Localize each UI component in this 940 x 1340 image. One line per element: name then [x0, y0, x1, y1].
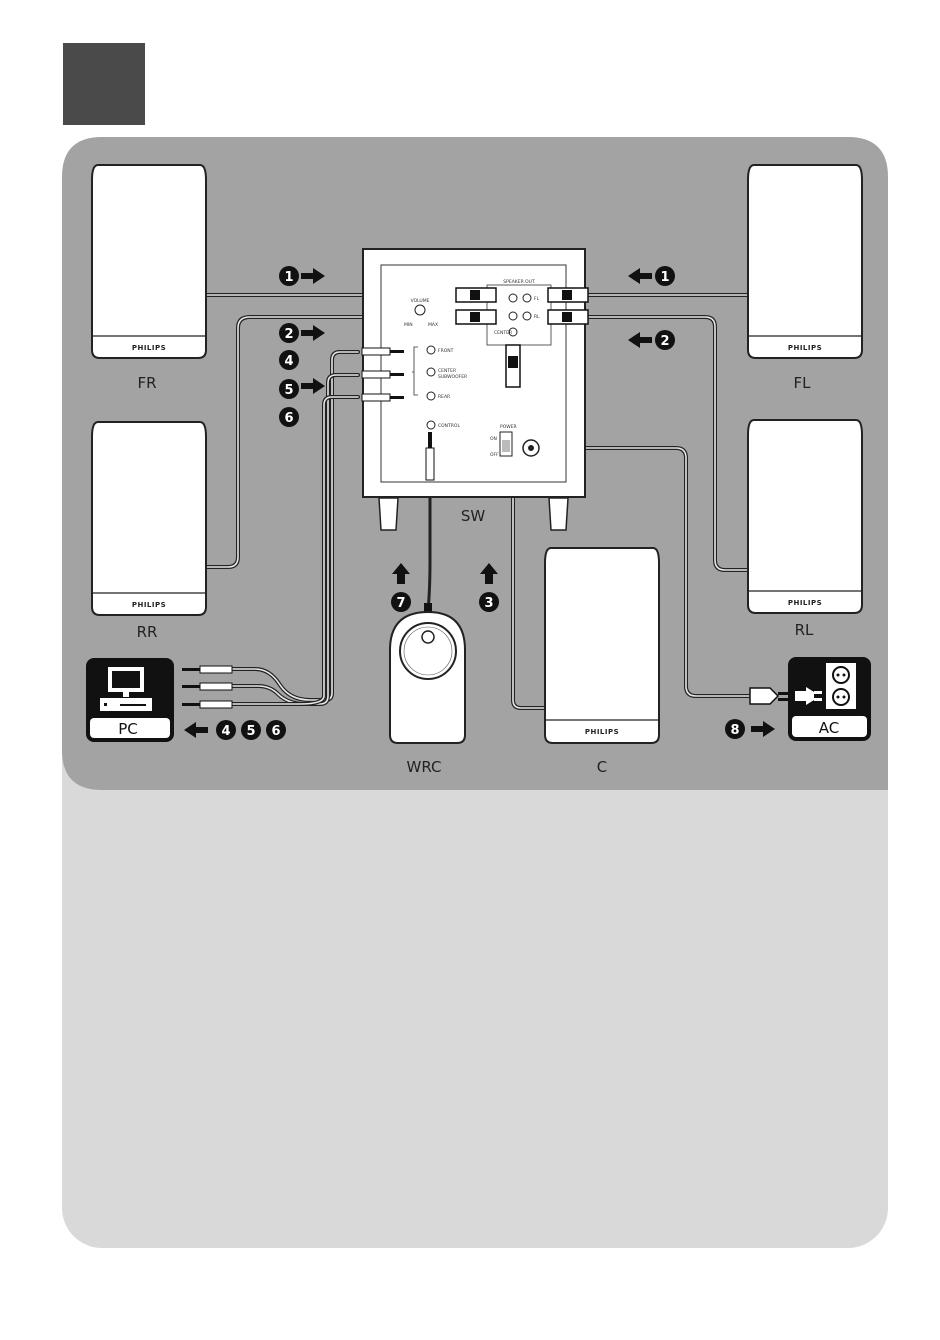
speaker-center: PHILIPS: [545, 548, 659, 743]
speaker-center-brand: PHILIPS: [585, 728, 619, 736]
label-control: CONTROL: [438, 423, 460, 429]
step-5: 5: [284, 383, 293, 398]
speaker-fr-brand: PHILIPS: [132, 344, 166, 352]
wired-remote-control: [390, 603, 465, 743]
label-speaker-out: SPEAKER OUT: [503, 279, 535, 285]
pc-box: PC: [86, 658, 174, 742]
wall-outlet-icon: [826, 663, 856, 709]
label-fr: FR: [137, 374, 156, 392]
label-panel-rl: RL: [534, 314, 540, 320]
label-center-sub: CENTER: [438, 368, 456, 374]
label-fl: FL: [794, 374, 812, 392]
speaker-rl: PHILIPS: [748, 420, 862, 613]
label-pc: PC: [118, 720, 138, 738]
step-1-right: 1: [660, 270, 669, 285]
label-rr: RR: [137, 623, 158, 641]
label-on: ON: [490, 436, 497, 442]
step-7: 7: [396, 596, 405, 611]
label-center-sub2: SUBWOOFER: [438, 374, 467, 380]
step-6-pc: 6: [271, 724, 280, 739]
section-marker-square: [63, 43, 145, 125]
label-panel-center: CENTER: [494, 330, 512, 336]
label-c: C: [597, 758, 607, 776]
speaker-rr-brand: PHILIPS: [132, 601, 166, 609]
label-rl: RL: [795, 621, 814, 639]
label-power: POWER: [500, 424, 517, 430]
speaker-fl: PHILIPS: [748, 165, 862, 358]
step-6: 6: [284, 411, 293, 426]
label-ac: AC: [819, 719, 839, 737]
label-volume: VOLUME: [411, 298, 430, 304]
step-1-left: 1: [284, 270, 293, 285]
step-4-pc: 4: [221, 724, 230, 739]
ac-box: AC: [788, 657, 871, 741]
speaker-rr: PHILIPS: [92, 422, 206, 615]
label-wrc: WRC: [407, 758, 442, 776]
label-rear: REAR: [438, 394, 450, 400]
label-panel-fl: FL: [534, 296, 540, 302]
step-5-pc: 5: [246, 724, 255, 739]
label-max: MAX: [428, 322, 438, 328]
speaker-rl-brand: PHILIPS: [788, 599, 822, 607]
speaker-fl-brand: PHILIPS: [788, 344, 822, 352]
step-3: 3: [484, 596, 493, 611]
step-2-right: 2: [660, 334, 669, 349]
label-min: MIN: [404, 322, 413, 328]
step-2-left: 2: [284, 327, 293, 342]
speaker-fr: PHILIPS: [92, 165, 206, 358]
step-8: 8: [730, 723, 739, 738]
step-4: 4: [284, 354, 293, 369]
label-front: FRONT: [438, 348, 454, 354]
label-sw: SW: [461, 507, 486, 525]
label-off: OFF: [490, 452, 499, 458]
